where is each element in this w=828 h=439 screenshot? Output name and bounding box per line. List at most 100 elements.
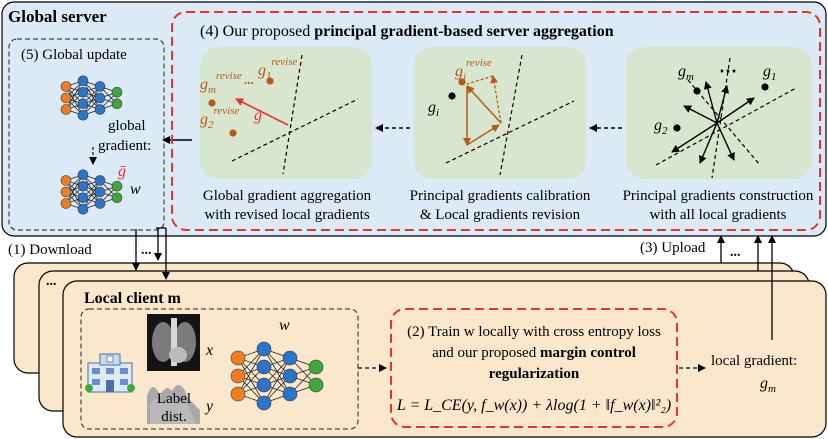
panel-calibration bbox=[414, 47, 586, 179]
server-network-top-edge bbox=[65, 80, 84, 110]
server-network-bottom-node bbox=[94, 198, 106, 209]
server-network-bottom-node bbox=[77, 180, 89, 192]
panel3-point-g1 bbox=[761, 83, 769, 91]
server-network-top-node bbox=[60, 92, 72, 104]
client-network-edge bbox=[237, 348, 265, 395]
panel2-caption-1: Principal gradients calibration bbox=[410, 188, 591, 204]
client-y-symbol: y bbox=[204, 398, 214, 415]
global-server-title: Global server bbox=[8, 7, 107, 26]
server-network-top-node bbox=[77, 86, 89, 98]
client-title: Local client m bbox=[84, 290, 182, 307]
global-gradient-label-1: global bbox=[108, 118, 146, 134]
server-network-top-node bbox=[111, 98, 123, 110]
panel1-label-g2: g2revise bbox=[200, 105, 239, 131]
server-network-bottom-node bbox=[94, 186, 106, 198]
global-update-title: (5) Global update bbox=[21, 47, 127, 63]
chest-xray-image bbox=[147, 314, 200, 371]
panel3-caption-1: Principal gradients construction bbox=[623, 188, 814, 204]
server-network-top-edge bbox=[82, 86, 101, 116]
train-line-2: and our proposed margin control bbox=[432, 345, 636, 361]
download-label: (1) Download bbox=[8, 242, 92, 258]
client-w-symbol: w bbox=[279, 317, 290, 334]
client-network-node bbox=[282, 386, 298, 402]
panel2-point-gi-revise bbox=[458, 78, 466, 86]
label-dist-text-2: dist. bbox=[161, 409, 186, 425]
server-network-bottom-node bbox=[111, 180, 123, 192]
panel3-label-g2: g2 bbox=[654, 117, 668, 137]
panel3-point-g2 bbox=[673, 124, 681, 132]
client-network bbox=[230, 341, 324, 411]
panel1-boundary-1 bbox=[282, 54, 303, 175]
panel3-ellipsis: ⋯ bbox=[719, 61, 737, 81]
panel1-label-gbar: ḡ bbox=[254, 107, 262, 124]
loss-formula: L = L_CE(y, f_w(x)) + λlog(1 + ‖f_w(x)‖²… bbox=[396, 397, 671, 414]
panel2-label-gi: gi bbox=[428, 99, 439, 119]
local-gradient-gm: gm bbox=[760, 375, 776, 395]
panel1-point-g1 bbox=[266, 77, 274, 85]
server-network-top-node bbox=[94, 92, 106, 104]
aggregation-box bbox=[171, 11, 821, 231]
server-network-top-node bbox=[77, 109, 89, 121]
server-network-top-node bbox=[94, 81, 106, 92]
server-network-top bbox=[60, 75, 123, 121]
hospital-icon bbox=[85, 353, 135, 393]
panel2-point-gi bbox=[448, 92, 456, 100]
panel3-boundary-1 bbox=[711, 57, 731, 179]
client-network-node bbox=[230, 350, 246, 366]
panel2-arrow-a bbox=[466, 85, 502, 124]
label-distribution-image: Label dist. bbox=[147, 384, 200, 425]
server-network-bottom-node bbox=[111, 192, 123, 204]
panel2-label-gi-revise: girevise bbox=[455, 57, 492, 83]
aggregation-title: (4) Our proposed principal gradient-base… bbox=[200, 23, 614, 40]
panel2-caption-2: & Local gradients revision bbox=[420, 207, 581, 223]
server-network-bottom-node bbox=[77, 192, 89, 204]
server-network-bottom-node bbox=[77, 203, 89, 215]
train-line-3: regularization bbox=[489, 366, 580, 382]
panel3-point-gm bbox=[693, 87, 701, 95]
panel1-label-g1: g1revise bbox=[258, 56, 297, 82]
panel1-point-g2 bbox=[229, 129, 237, 137]
panel1-caption-1: Global gradient aggregation bbox=[203, 188, 372, 204]
server-network-top-node bbox=[77, 98, 89, 110]
panel2-boundary-1 bbox=[499, 54, 523, 176]
server-network-top-node bbox=[94, 104, 106, 115]
panel1-caption-2: with revised local gradients bbox=[204, 207, 370, 223]
server-network-top-node bbox=[77, 75, 89, 87]
server-network-bottom-node bbox=[60, 186, 72, 198]
server-network-bottom bbox=[60, 169, 123, 215]
server-network-bottom-node bbox=[60, 198, 72, 209]
upload-label: (3) Upload bbox=[640, 240, 706, 256]
panel2-boundary-2 bbox=[445, 100, 575, 164]
panel3-gradient-arrows bbox=[671, 81, 755, 164]
server-network-bottom-node bbox=[94, 175, 106, 186]
panel3-boundary-2 bbox=[655, 87, 797, 166]
panel3-boundary-3 bbox=[687, 79, 761, 166]
panel3-label-gm: gm bbox=[678, 63, 694, 83]
panel1-label-gm: gmrevise bbox=[200, 70, 242, 96]
panel3-label-g1: g1 bbox=[763, 63, 777, 83]
server-network-bottom-edge bbox=[65, 174, 84, 204]
client-network-node bbox=[256, 359, 272, 375]
client-network-node bbox=[282, 368, 298, 384]
upload-ellipsis: ... bbox=[730, 245, 741, 260]
panel3-caption-2: with all local gradients bbox=[649, 207, 786, 223]
panel2-arrow-d bbox=[490, 75, 502, 124]
panel-global-aggregation bbox=[200, 47, 372, 179]
client-network-node bbox=[230, 368, 246, 384]
local-gradient-label: local gradient: bbox=[711, 353, 797, 369]
server-w-symbol: w bbox=[130, 181, 141, 198]
server-network-top-node bbox=[60, 104, 72, 115]
panel1-ellipsis: ... bbox=[244, 72, 254, 87]
server-network-top-node bbox=[111, 86, 123, 98]
global-update-box bbox=[8, 38, 165, 231]
client-network-node bbox=[308, 377, 324, 393]
label-dist-text-1: Label bbox=[157, 391, 191, 407]
server-network-bottom-node bbox=[77, 169, 89, 181]
panel1-boundary-2 bbox=[231, 98, 359, 162]
train-box bbox=[390, 308, 678, 428]
client-x-symbol: x bbox=[205, 342, 213, 359]
panel2-arrow-e bbox=[466, 75, 494, 85]
client-network-node bbox=[256, 341, 272, 357]
panel2-arrow-c bbox=[466, 124, 500, 146]
